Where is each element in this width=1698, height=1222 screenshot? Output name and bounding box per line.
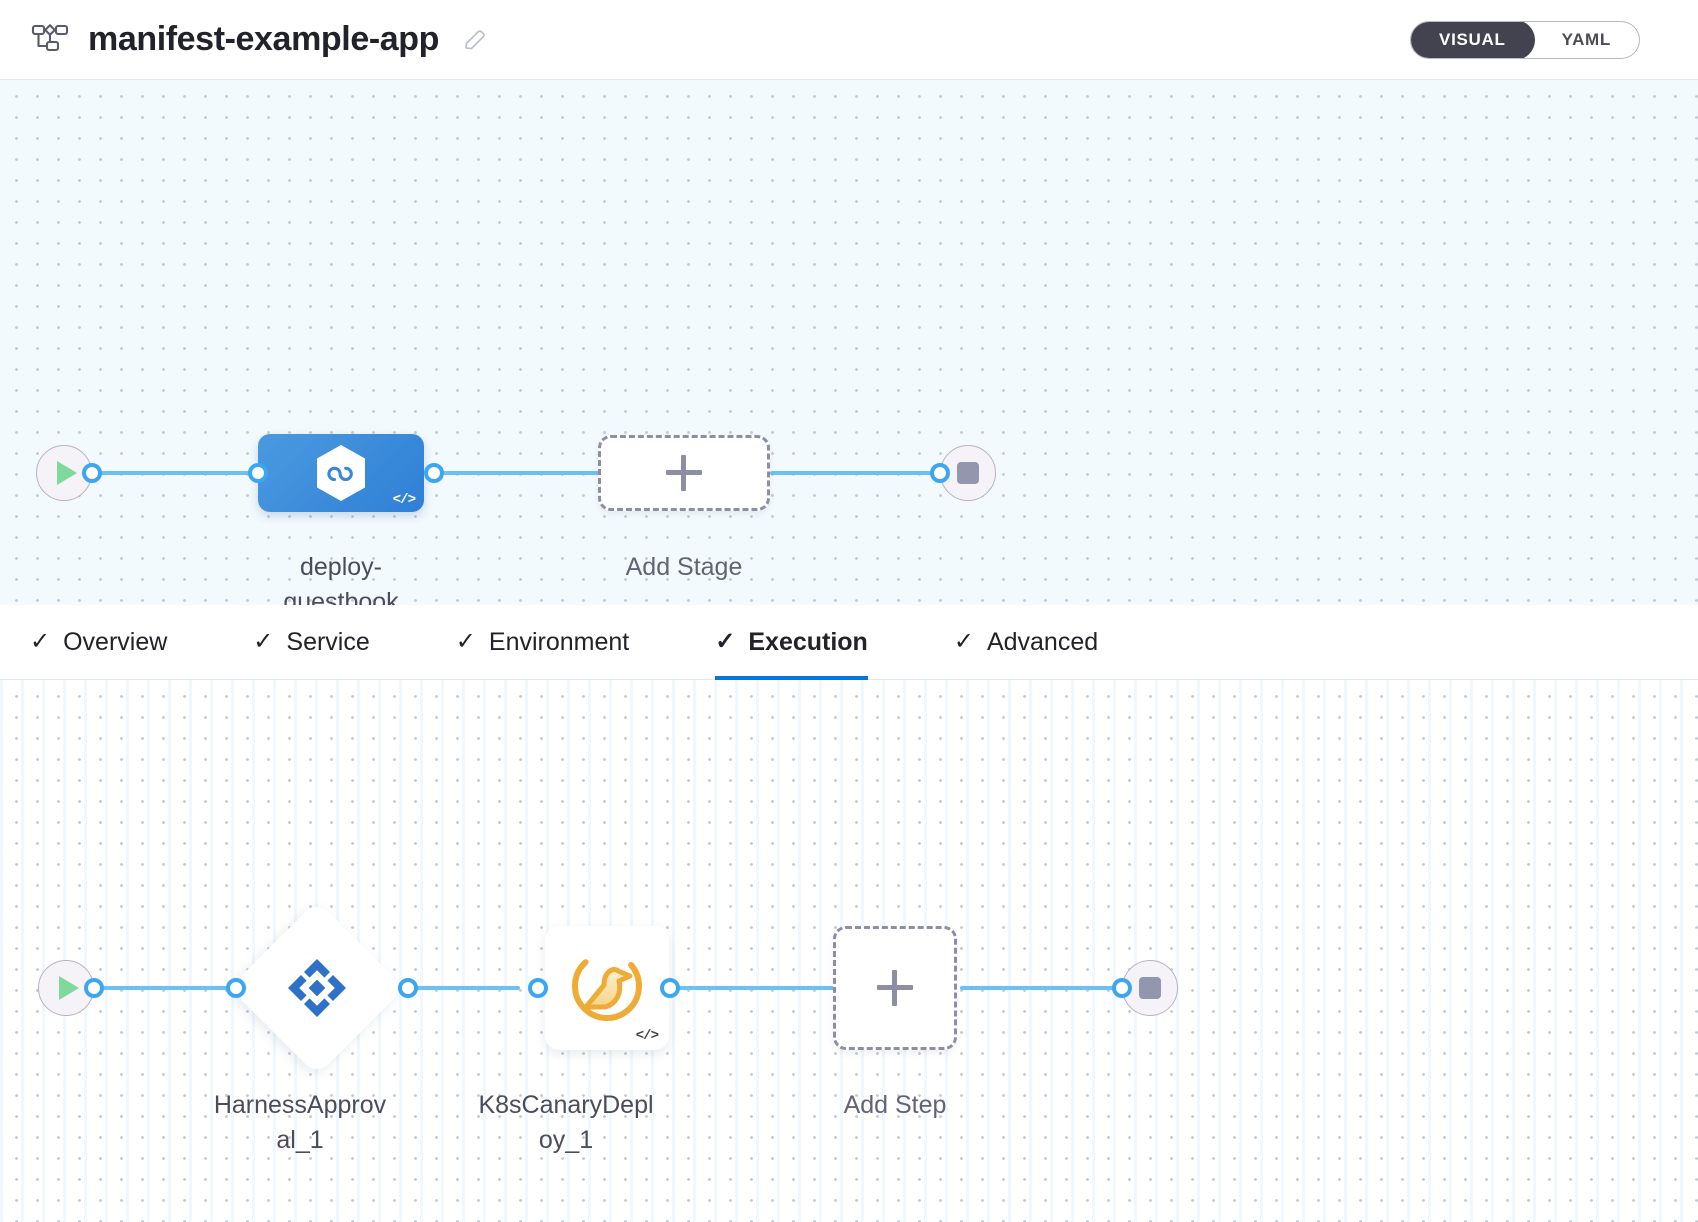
check-icon: ✓ (953, 628, 974, 655)
plus-icon (666, 455, 702, 491)
check-icon: ✓ (30, 628, 51, 655)
port-approval-out[interactable] (398, 978, 418, 998)
page-title: manifest-example-app (88, 20, 439, 58)
execution-graph-canvas[interactable]: HarnessApprov al_1 </> K8sCanaryDepl oy_… (0, 680, 1698, 1222)
edge-stage-to-addstage (432, 471, 602, 475)
view-mode-toggle[interactable]: VISUAL YAML (1410, 20, 1640, 59)
tab-label: Environment (488, 627, 630, 656)
add-step-button[interactable] (833, 926, 957, 1050)
harness-cd-hexagon-icon (313, 443, 369, 503)
stage-config-tabs[interactable]: ✓ Overview ✓ Service ✓ Environment ✓ Exe… (0, 605, 1698, 680)
canary-bird-icon (570, 949, 644, 1028)
tab-label: Execution (748, 627, 868, 656)
port-stage-out[interactable] (424, 463, 444, 483)
tab-environment[interactable]: ✓ Environment (456, 605, 629, 680)
tab-service[interactable]: ✓ Service (253, 605, 369, 680)
harness-approval-diamond-icon (286, 957, 348, 1019)
app-header: manifest-example-app VISUAL YAML (0, 0, 1698, 80)
check-icon: ✓ (455, 628, 476, 655)
stop-icon (957, 462, 979, 484)
port-canary-in[interactable] (528, 978, 548, 998)
port-end-in[interactable] (930, 463, 950, 483)
tab-overview[interactable]: ✓ Overview (30, 605, 167, 680)
add-stage-label: Add Stage (625, 553, 743, 581)
tab-label: Advanced (986, 627, 1099, 656)
edge-canary-to-addstep (660, 986, 840, 990)
step-node-harness-approval[interactable] (229, 900, 405, 1076)
step-node-k8s-canary-deploy[interactable]: </> (545, 926, 669, 1050)
tab-execution[interactable]: ✓ Execution (715, 605, 868, 680)
edge-approval-to-canary (390, 986, 520, 990)
play-icon (57, 461, 77, 485)
add-stage-button[interactable] (598, 435, 770, 511)
port-exec-end-in[interactable] (1112, 978, 1132, 998)
check-icon: ✓ (253, 628, 274, 655)
tab-advanced[interactable]: ✓ Advanced (954, 605, 1098, 680)
port-exec-start-out[interactable] (84, 978, 104, 998)
yaml-code-badge[interactable]: </> (392, 492, 416, 508)
stage-graph-canvas[interactable]: </> deploy- guestbook Add Stage (0, 80, 1698, 605)
port-stage-in[interactable] (248, 463, 268, 483)
step-caption: K8sCanaryDepl oy_1 (478, 1091, 654, 1154)
check-icon: ✓ (715, 628, 736, 655)
edge-start-to-stage (66, 471, 266, 475)
toggle-option-visual[interactable]: VISUAL (1411, 21, 1535, 58)
yaml-code-badge[interactable]: </> (635, 1028, 659, 1044)
stage-node-deploy-guestbook[interactable]: </> (258, 434, 424, 512)
play-icon (59, 976, 79, 1000)
port-approval-in[interactable] (226, 978, 246, 998)
plus-icon (877, 970, 913, 1006)
port-canary-out[interactable] (660, 978, 680, 998)
edge-start-to-approval (66, 986, 252, 990)
pencil-edit-icon[interactable] (461, 26, 489, 54)
tab-label: Overview (63, 627, 168, 656)
edge-addstage-to-end (770, 471, 950, 475)
step-caption: HarnessApprov al_1 (213, 1091, 387, 1154)
edge-addstep-to-end (960, 986, 1120, 990)
pipeline-start-node[interactable] (36, 445, 92, 501)
toggle-option-yaml[interactable]: YAML (1561, 29, 1611, 49)
tab-label: Service (286, 627, 370, 656)
stop-icon (1139, 977, 1161, 999)
pipeline-nodes-icon (28, 18, 72, 62)
add-step-label: Add Step (843, 1091, 947, 1119)
port-start-out[interactable] (82, 463, 102, 483)
stage-caption: deploy- guestbook (283, 553, 399, 605)
